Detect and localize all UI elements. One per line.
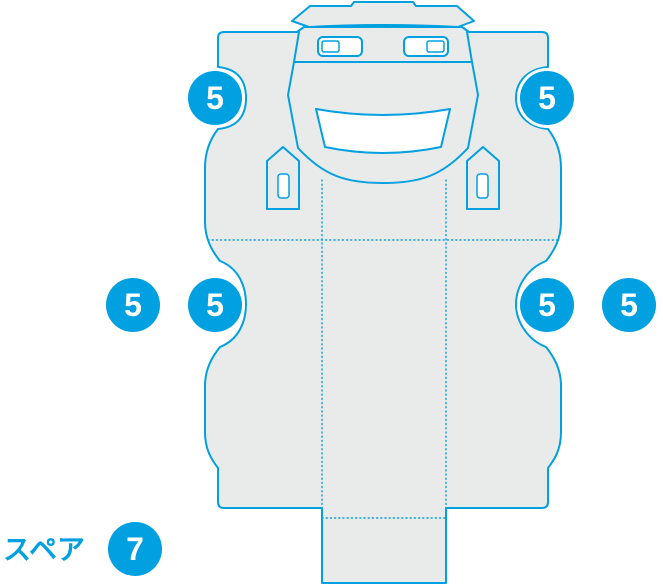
badge-circle [188, 278, 242, 332]
slot-right-inner [426, 40, 445, 53]
badge-circle [520, 71, 574, 125]
lock-tab-right-slot [476, 173, 489, 199]
top-band-edge-right [466, 31, 473, 63]
window-cutout [315, 108, 451, 154]
badge-number: 5 [538, 80, 556, 116]
slot-left-inner [321, 40, 340, 53]
badge-circle [188, 71, 242, 125]
slot-right [403, 36, 449, 57]
slot-left [317, 36, 363, 57]
badge-5-top-right: 5 [517, 68, 577, 128]
lock-tab-right [466, 146, 500, 210]
badge-5-middle-right-outer: 5 [602, 278, 656, 332]
template-body-outline [204, 26, 562, 584]
badge-5-middle-right-inner: 5 [517, 275, 577, 335]
badge-7-spare: 7 [108, 522, 162, 576]
front-panel-outline [287, 61, 479, 184]
spare-label: スペア [3, 533, 85, 566]
badge-5-middle-left-inner: 5 [185, 275, 245, 335]
badge-circle [520, 278, 574, 332]
lock-tab-left [266, 146, 300, 210]
top-band-edge-left [293, 31, 300, 63]
badge-5-middle-left-outer: 5 [106, 278, 160, 332]
lock-tab-right-outline [466, 146, 500, 210]
badge-number: 5 [538, 287, 556, 323]
badge-5-top-left: 5 [185, 68, 245, 128]
badge-number: 7 [126, 531, 144, 567]
badge-number: 5 [620, 287, 638, 323]
badge-number: 5 [124, 287, 142, 323]
top-strip-part [291, 1, 475, 28]
badge-circle [106, 278, 160, 332]
lock-tab-left-slot [277, 173, 290, 199]
badge-circle [108, 522, 162, 576]
lock-tab-left-outline [266, 146, 300, 210]
badge-circle [602, 278, 656, 332]
badge-number: 5 [206, 287, 224, 323]
badge-number: 5 [206, 80, 224, 116]
